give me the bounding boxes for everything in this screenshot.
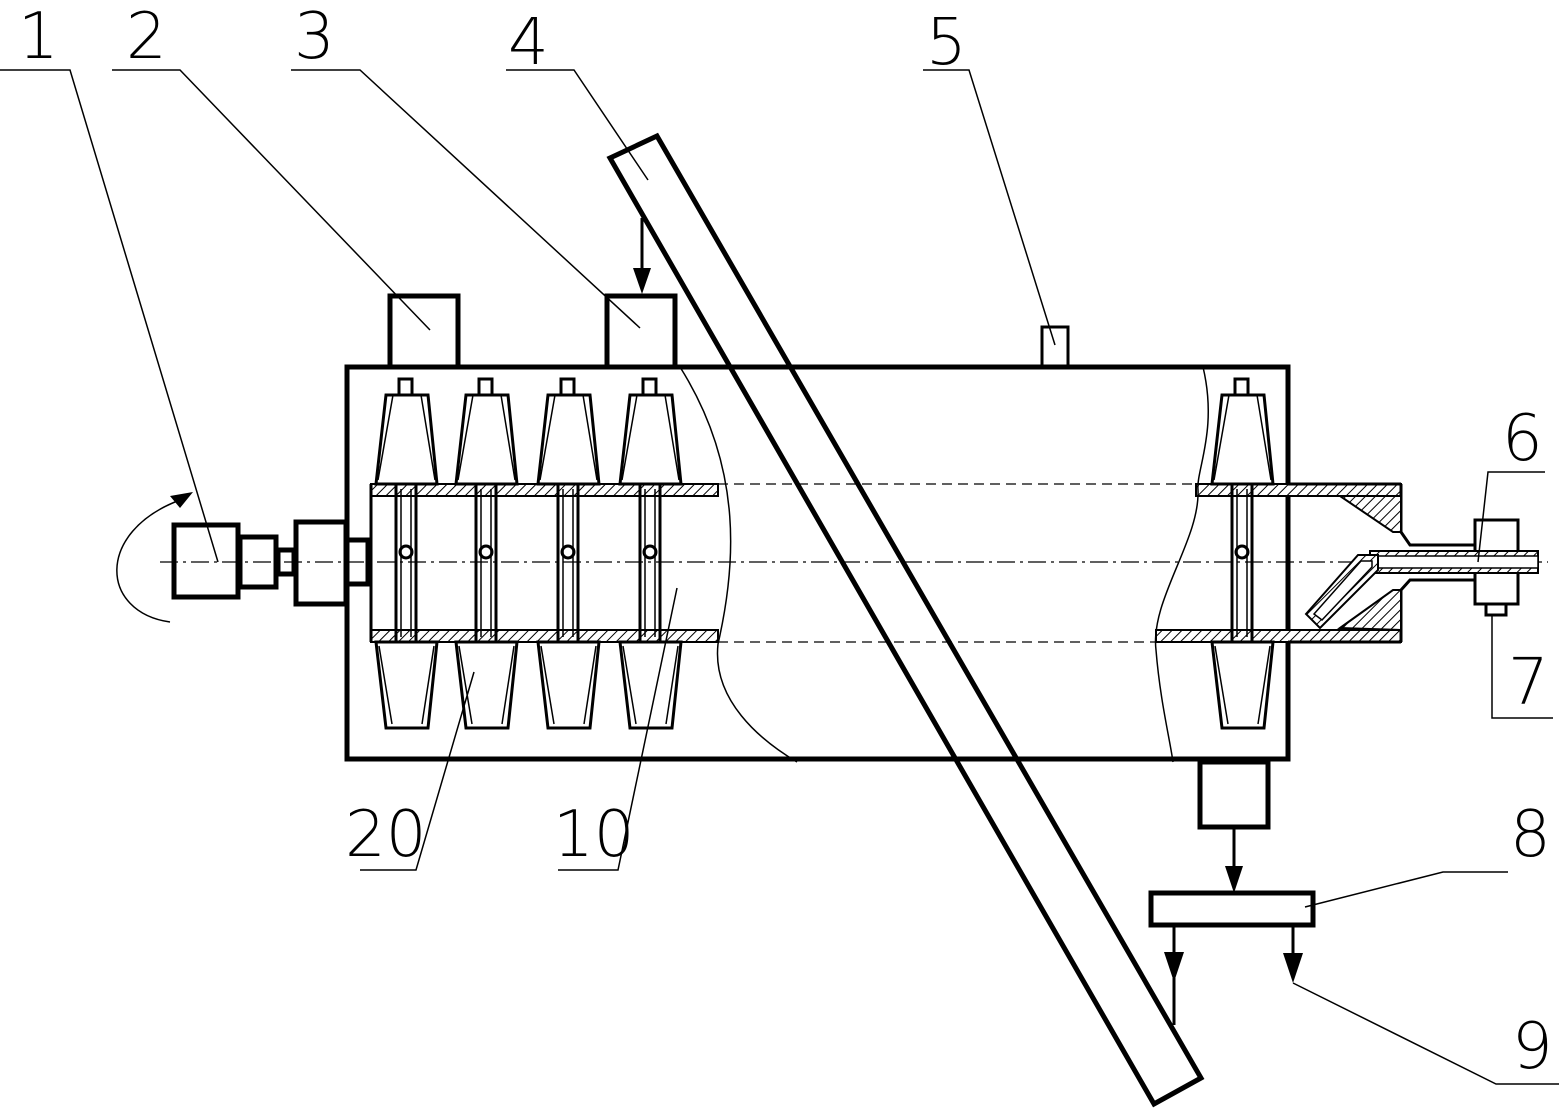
callout-1: 1 bbox=[18, 0, 59, 74]
rotation-arrow-icon bbox=[116, 492, 193, 623]
disc-3 bbox=[536, 377, 601, 730]
callout-8: 8 bbox=[1510, 798, 1551, 872]
callout-6: 6 bbox=[1502, 402, 1543, 476]
disc-2 bbox=[454, 377, 519, 730]
callout-20: 20 bbox=[345, 798, 426, 872]
bottom-outlet bbox=[1197, 759, 1271, 830]
callout-7: 7 bbox=[1508, 646, 1549, 720]
disc-5 bbox=[1210, 377, 1275, 730]
port-3 bbox=[604, 293, 678, 370]
callout-2: 2 bbox=[126, 0, 167, 74]
disc-1 bbox=[374, 377, 439, 730]
disc-4 bbox=[618, 377, 683, 730]
break-line-right bbox=[1154, 366, 1210, 763]
main-housing bbox=[344, 364, 1291, 762]
port-5 bbox=[1040, 325, 1070, 369]
callout-10: 10 bbox=[553, 798, 634, 872]
right-head bbox=[1288, 482, 1539, 644]
port-2 bbox=[387, 293, 461, 370]
callout-leaders bbox=[0, 69, 1559, 1085]
callout-4: 4 bbox=[508, 6, 549, 80]
drive-motor bbox=[171, 519, 371, 607]
callout-9: 9 bbox=[1512, 1010, 1553, 1084]
break-line-left bbox=[679, 366, 798, 763]
separator-8 bbox=[1148, 890, 1316, 928]
callout-3: 3 bbox=[294, 0, 335, 74]
inclined-bar bbox=[606, 132, 1205, 1108]
callout-5: 5 bbox=[926, 6, 967, 80]
